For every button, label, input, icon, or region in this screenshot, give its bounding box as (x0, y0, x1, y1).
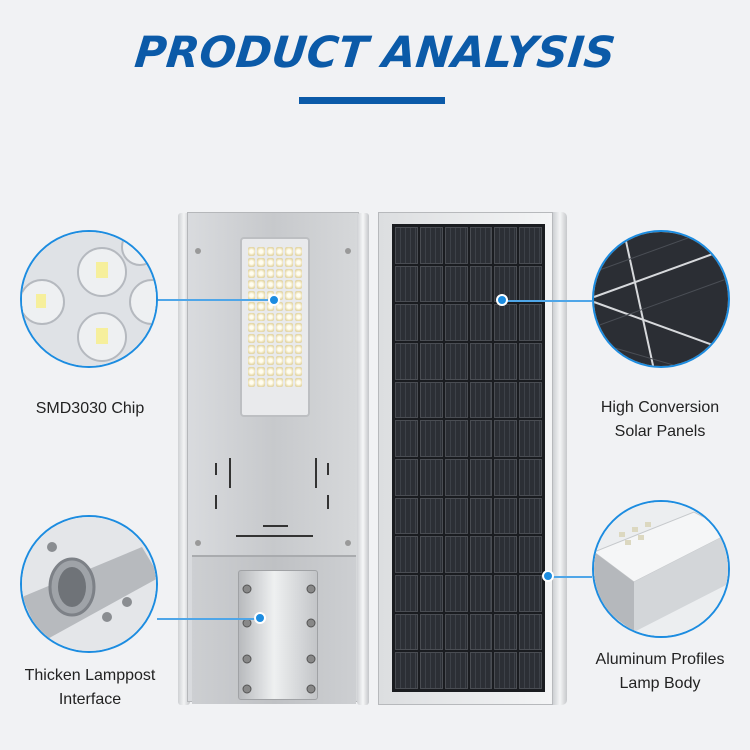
body-callout-line (548, 576, 592, 578)
body-label: Aluminum Profiles Lamp Body (570, 648, 750, 696)
led-chip-grid (248, 247, 302, 387)
body-label-line1: Aluminum Profiles (595, 651, 725, 668)
lamp-body-frame-right (357, 213, 369, 705)
solar-panel (392, 224, 545, 692)
chip-detail-image (20, 230, 158, 368)
lamppost-callout-dot (254, 612, 266, 624)
lamppost-label-line2: Interface (58, 691, 122, 708)
body-detail-image (592, 500, 730, 638)
aluminum-rail (553, 212, 567, 705)
led-module (240, 237, 310, 417)
solar-detail-image (592, 230, 730, 368)
solar-callout-dot (496, 294, 508, 306)
lamppost-label-line1: Thicken Lamppost (24, 667, 156, 684)
lamppost-callout-line (157, 618, 260, 620)
lamppost-detail-image (20, 515, 158, 653)
solar-label-line1: High Conversion (600, 399, 720, 416)
body-callout-dot (542, 570, 554, 582)
lamppost-clamp (238, 570, 318, 700)
lamppost-label: Thicken Lamppost Interface (0, 664, 180, 712)
panel-markings (195, 248, 351, 546)
solar-label-line2: Solar Panels (614, 423, 706, 440)
chip-callout-line (157, 299, 274, 301)
solar-callout-line (502, 300, 592, 302)
chip-label: SMD3030 Chip (35, 400, 145, 417)
page-title: PRODUCT ANALYSIS (132, 28, 618, 78)
body-label-line2: Lamp Body (619, 675, 701, 692)
title-underline (299, 97, 445, 104)
chip-callout-dot (268, 294, 280, 306)
solar-label: High Conversion Solar Panels (570, 396, 750, 444)
